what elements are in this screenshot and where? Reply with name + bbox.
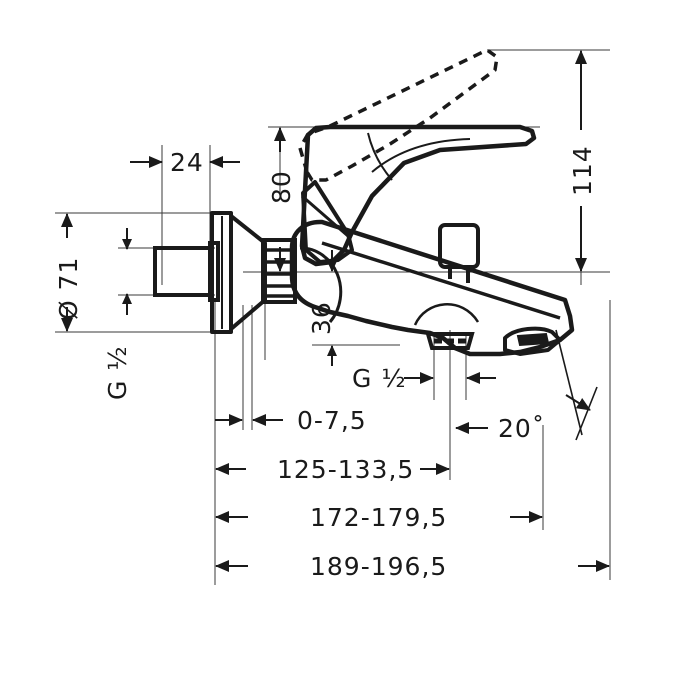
dim-spout-angle — [455, 329, 598, 441]
dim-label-wall-gap: 0-7,5 — [297, 406, 367, 435]
dim-label-24: 24 — [170, 148, 204, 177]
spout-tip — [503, 326, 562, 356]
dim-label-length-mid: 172-179,5 — [310, 503, 447, 532]
dim-label-thread-inlet: G ½ — [103, 345, 132, 400]
lever-handle — [299, 124, 537, 267]
dim-label-diameter-71: Ø 71 — [54, 257, 83, 320]
threaded-collar — [261, 238, 297, 304]
radius-arc-36 — [299, 246, 343, 323]
dim-label-center-to-outlet: 125-133,5 — [277, 455, 414, 484]
inlet-connector — [153, 246, 212, 297]
dim-label-thread-outlet: G ½ — [352, 364, 407, 393]
diverter-knob — [438, 223, 480, 283]
dim-label-114: 114 — [568, 145, 597, 196]
body-top-edge — [321, 241, 561, 320]
lever-base-cap — [301, 180, 354, 264]
lever-handle-open-ghost — [298, 48, 499, 182]
dim-label-length-total: 189-196,5 — [310, 552, 447, 581]
outlet-port — [425, 332, 475, 350]
lever-surface-lines — [367, 132, 471, 181]
spout-underside-detail — [413, 303, 480, 326]
dim-label-spout-angle: 20˚ — [498, 414, 545, 443]
dim-label-80: 80 — [267, 170, 296, 204]
dim-label-36: 36 — [307, 301, 336, 335]
